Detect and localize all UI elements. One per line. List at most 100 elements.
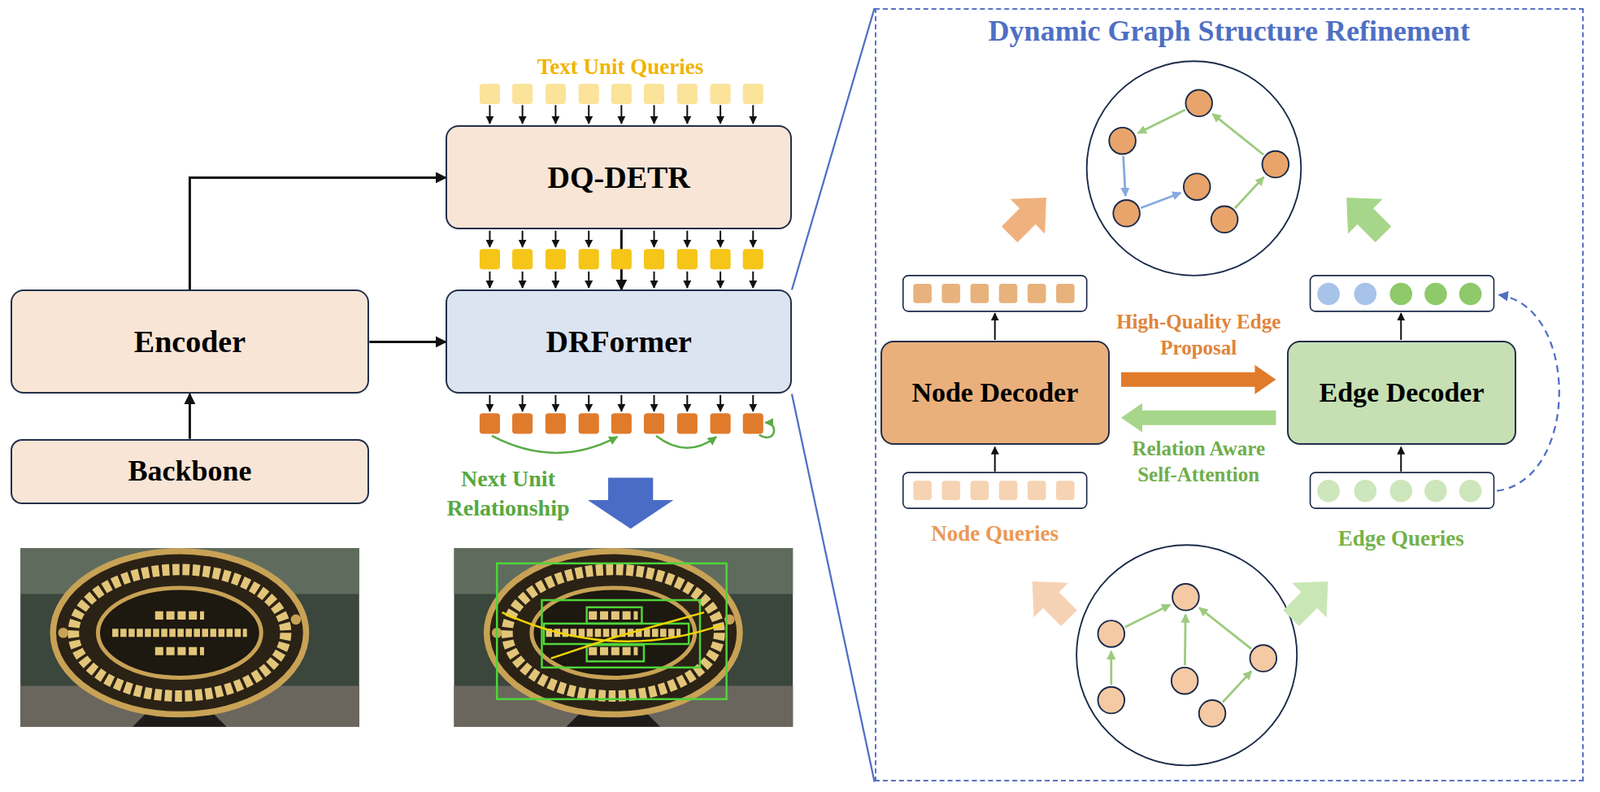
backbone-box: Backbone bbox=[10, 439, 370, 505]
node-query bbox=[1027, 480, 1047, 500]
graph-node bbox=[1097, 686, 1125, 714]
text-unit-feature bbox=[479, 248, 500, 270]
small-arrow bbox=[488, 271, 491, 288]
detection-boxes bbox=[496, 563, 727, 700]
graph-edge bbox=[1199, 607, 1252, 648]
query-square bbox=[611, 83, 632, 105]
edge-label: Relation Aware Self-Attention bbox=[1112, 435, 1285, 489]
query-square bbox=[677, 83, 698, 105]
relation-arc bbox=[656, 435, 717, 448]
graph-node bbox=[1172, 583, 1200, 611]
text-unit-output bbox=[479, 413, 764, 434]
small-arrow bbox=[686, 395, 688, 412]
small-arrow bbox=[488, 230, 491, 248]
graph-edge bbox=[1111, 109, 1265, 702]
annotation-label: Text Unit Queries bbox=[537, 52, 705, 82]
graph-edge bbox=[1222, 670, 1253, 702]
graph-circle bbox=[1086, 60, 1302, 276]
decoder-box: Node Decoder bbox=[880, 340, 1110, 445]
text-unit-feature bbox=[545, 248, 566, 270]
edge-label: High-Quality Edge Proposal bbox=[1112, 308, 1285, 362]
edge-query bbox=[1354, 479, 1378, 503]
text-unit-output bbox=[743, 413, 764, 434]
node-query bbox=[1056, 480, 1075, 500]
text-unit-feature bbox=[677, 248, 698, 270]
reading-order-lines bbox=[502, 612, 723, 642]
graph-node bbox=[1097, 583, 1277, 727]
relation-arc bbox=[759, 422, 774, 438]
graph-node bbox=[1108, 127, 1136, 155]
small-arrow bbox=[752, 230, 754, 248]
box-label: Encoder bbox=[134, 324, 246, 361]
small-arrow bbox=[620, 104, 622, 124]
query-square bbox=[479, 83, 764, 105]
text-unit-feature bbox=[611, 248, 632, 270]
graph-node bbox=[1211, 206, 1239, 234]
graph-edge bbox=[1234, 177, 1265, 209]
text-unit-feature bbox=[643, 248, 665, 270]
small-arrow bbox=[488, 395, 491, 412]
small-arrow bbox=[653, 230, 656, 248]
small-arrow bbox=[752, 395, 754, 412]
graph-node bbox=[1113, 200, 1140, 227]
graph-edge bbox=[1183, 614, 1187, 666]
node-feature bbox=[999, 283, 1018, 304]
node-query bbox=[970, 480, 990, 500]
query-square bbox=[643, 83, 665, 105]
detection-boxes bbox=[586, 607, 643, 624]
query-square bbox=[743, 83, 764, 105]
node-query bbox=[941, 480, 961, 500]
box-label: Node Decoder bbox=[911, 376, 1079, 409]
zoom-leader bbox=[791, 8, 875, 290]
input-photo bbox=[20, 547, 360, 727]
text-unit-output bbox=[710, 413, 731, 434]
query-bar bbox=[903, 472, 1087, 509]
box-label: Backbone bbox=[127, 454, 252, 488]
small-arrow bbox=[686, 230, 688, 248]
text-unit-output bbox=[611, 413, 632, 434]
small-arrow bbox=[686, 271, 688, 288]
connector bbox=[188, 393, 192, 439]
text-unit-feature bbox=[479, 248, 764, 270]
node-query bbox=[999, 480, 1018, 500]
graph-edge bbox=[1109, 651, 1113, 685]
text-unit-feature bbox=[743, 248, 764, 270]
small-arrow bbox=[653, 104, 656, 124]
node-feature bbox=[913, 283, 932, 304]
small-arrow bbox=[1400, 313, 1402, 340]
small-arrow bbox=[994, 313, 996, 340]
small-arrow bbox=[521, 104, 524, 124]
zoom-leader bbox=[791, 8, 875, 782]
query-bar bbox=[1310, 275, 1495, 312]
connector bbox=[369, 340, 446, 344]
graph-node bbox=[1262, 151, 1290, 179]
zoom-leader bbox=[791, 393, 875, 782]
edge-feature bbox=[1389, 282, 1413, 306]
query-bar bbox=[1310, 472, 1495, 509]
text-unit-output bbox=[545, 413, 566, 434]
detector-box: DQ-DETR bbox=[445, 125, 792, 230]
text-unit-feature bbox=[512, 248, 533, 270]
edge-feature bbox=[1459, 282, 1483, 306]
small-arrow bbox=[653, 395, 656, 412]
small-arrow bbox=[719, 395, 722, 412]
block-arrow bbox=[1273, 564, 1346, 636]
text-unit-output bbox=[677, 413, 698, 434]
text-unit-feature bbox=[710, 248, 731, 270]
node-query bbox=[913, 480, 932, 500]
node-feature bbox=[913, 283, 1074, 304]
small-arrow bbox=[587, 104, 590, 124]
query-bar bbox=[903, 275, 1495, 509]
relation-arc bbox=[491, 435, 618, 453]
zoom-panel: Dynamic Graph Structure RefinementNode D… bbox=[874, 8, 1584, 782]
small-arrow bbox=[719, 104, 722, 124]
annotation-label: Next Unit Relationship bbox=[430, 464, 586, 524]
node-feature bbox=[941, 283, 961, 304]
transformer-box: DRFormer bbox=[445, 289, 792, 394]
text-unit-output bbox=[578, 413, 600, 434]
edge-feature bbox=[1354, 282, 1378, 306]
graph-node bbox=[1097, 620, 1125, 648]
box-label: DRFormer bbox=[546, 324, 692, 361]
small-arrow bbox=[752, 104, 754, 124]
